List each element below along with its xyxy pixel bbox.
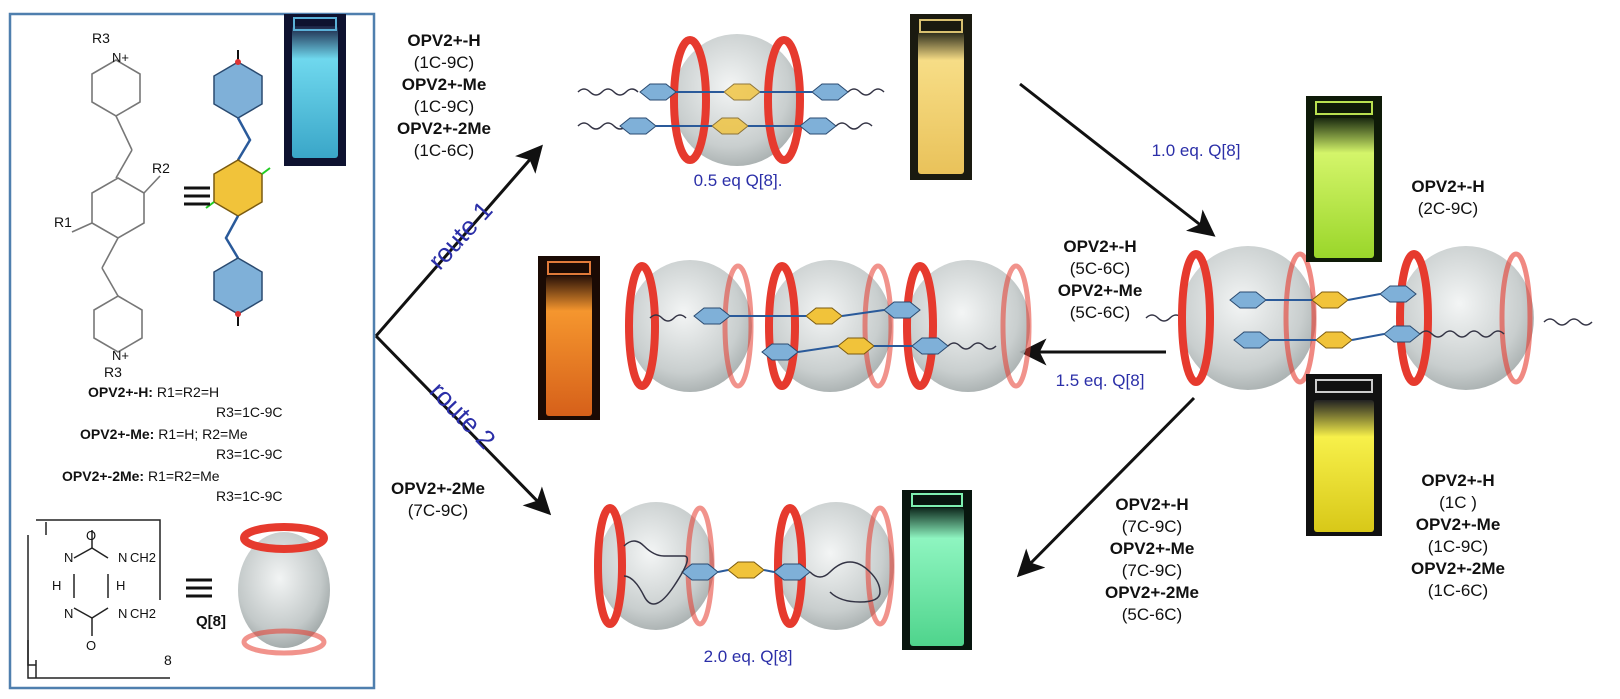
vial-yellow: [1306, 374, 1382, 536]
arrow-1eq: [1019, 82, 1216, 237]
arrow-route-1: [374, 144, 543, 337]
compound-name: OPV2+-Me: [1057, 281, 1143, 300]
opv-structure: [71, 59, 161, 353]
eq-1-0-label: 1.0 eq. Q[8]: [1151, 141, 1241, 160]
route1-conditions: OPV2+-H (1C-9C) OPV2+-Me (1C-9C) OPV2+-2…: [384, 30, 504, 162]
q8-atom: H: [52, 578, 62, 593]
definition-line: R1=R2=H: [156, 384, 220, 400]
compound-name: OPV2+-H: [1115, 495, 1189, 514]
route2-conditions: OPV2+-2Me (7C-9C): [378, 478, 498, 522]
compound-name: OPV2+-2Me: [1410, 559, 1505, 578]
equivalence-sign-q8: [186, 578, 212, 598]
chain-range: (1C ): [1439, 493, 1477, 512]
left-panel-frame: [8, 12, 376, 690]
complex-1-5eq: [625, 260, 1032, 392]
definition-line: R1=R2=Me: [147, 468, 220, 484]
chain-range: (1C-6C): [1427, 581, 1489, 600]
q8-atom: N: [118, 606, 128, 621]
eq-1-5-label: 1.5 eq. Q[8]: [1055, 371, 1145, 390]
vial-amber: [910, 14, 972, 180]
bottom-conditions: OPV2+-H (7C-9C) OPV2+-Me (7C-9C) OPV2+-2…: [1092, 494, 1212, 626]
q8-atom: CH2: [130, 550, 157, 565]
q8-atom: N: [64, 606, 74, 621]
eq-0-5-label: 0.5 eq Q[8].: [693, 171, 783, 190]
chain-range: (2C-9C): [1417, 199, 1479, 218]
complex-0-5eq: [577, 34, 885, 166]
chain-range: (1C-9C): [1427, 537, 1489, 556]
vial-cyan: [284, 14, 346, 166]
r3-bottom-label: R3: [104, 364, 122, 380]
compound-name: OPV2+-H: [407, 31, 481, 50]
q8-atom: N: [118, 550, 128, 565]
chain-range: (7C-9C): [1121, 517, 1183, 536]
definition-line: R3=1C-9C: [216, 446, 283, 462]
n-plus-top-label: N+: [112, 50, 129, 65]
vial-orange: [538, 256, 600, 420]
middle-conditions: OPV2+-H (5C-6C) OPV2+-Me (5C-6C): [1040, 236, 1160, 324]
arrows: [374, 82, 1216, 578]
q8-atom: O: [86, 638, 97, 653]
q8-atom: H: [116, 578, 126, 593]
definition-line: R1=H; R2=Me: [158, 426, 248, 442]
q8-label: Q[8]: [196, 613, 226, 630]
arrow-route-2: [374, 334, 552, 516]
r3-top-label: R3: [92, 30, 110, 46]
equivalence-sign-top: [184, 186, 210, 206]
r1-label: R1: [54, 214, 72, 230]
q8-atom: O: [86, 528, 97, 543]
eq-2-0-label: 2.0 eq. Q[8]: [703, 647, 793, 666]
chain-range: (7C-9C): [407, 501, 469, 520]
q8-subscript: 8: [164, 652, 172, 668]
chain-range: (7C-9C): [1121, 561, 1183, 580]
compound-name: OPV2+-2Me: [1104, 583, 1199, 602]
complex-2eq: [594, 502, 895, 630]
q8-structure: [27, 519, 170, 679]
compound-name: OPV2+-2Me: [396, 119, 491, 138]
compound-name: OPV2+-H: [1411, 177, 1485, 196]
r2-label: R2: [152, 160, 170, 176]
compound-name: OPV2+-Me: [401, 75, 487, 94]
complex-1eq: [1145, 246, 1593, 390]
definition-opv-me: OPV2+-Me: R1=H; R2=Me R3=1C-9C: [80, 424, 370, 464]
definition-name: OPV2+-2Me:: [62, 468, 145, 484]
definition-opv-2me: OPV2+-2Me: R1=R2=Me R3=1C-9C: [62, 466, 362, 506]
compound-name: OPV2+-Me: [1415, 515, 1501, 534]
chain-range: (5C-6C): [1069, 259, 1131, 278]
chain-range: (1C-9C): [413, 53, 475, 72]
opv-cartoon: [205, 50, 271, 326]
definition-line: R3=1C-9C: [216, 404, 283, 420]
compound-name: OPV2+-H: [1421, 471, 1495, 490]
definition-name: OPV2+-Me:: [80, 426, 155, 442]
right-green-conditions: OPV2+-H (2C-9C): [1388, 176, 1508, 220]
chain-range: (5C-6C): [1069, 303, 1131, 322]
vial-mint: [902, 490, 972, 650]
compound-name: OPV2+-2Me: [390, 479, 485, 498]
definition-name: OPV2+-H:: [88, 384, 153, 400]
definition-opv-h: OPV2+-H: R1=R2=H R3=1C-9C: [88, 382, 368, 422]
q8-atom: N: [64, 550, 74, 565]
arrow-2eq: [1016, 396, 1196, 578]
chain-range: (5C-6C): [1121, 605, 1183, 624]
chain-range: (1C-6C): [413, 141, 475, 160]
compound-name: OPV2+-Me: [1109, 539, 1195, 558]
q8-barrel: [238, 523, 330, 656]
n-plus-bottom-label: N+: [112, 348, 129, 363]
right-yellow-conditions: OPV2+-H (1C ) OPV2+-Me (1C-9C) OPV2+-2Me…: [1398, 470, 1518, 602]
q8-atom: CH2: [130, 606, 157, 621]
compound-name: OPV2+-H: [1063, 237, 1137, 256]
vial-lime: [1306, 96, 1382, 262]
chain-range: (1C-9C): [413, 97, 475, 116]
definition-line: R3=1C-9C: [216, 488, 283, 504]
